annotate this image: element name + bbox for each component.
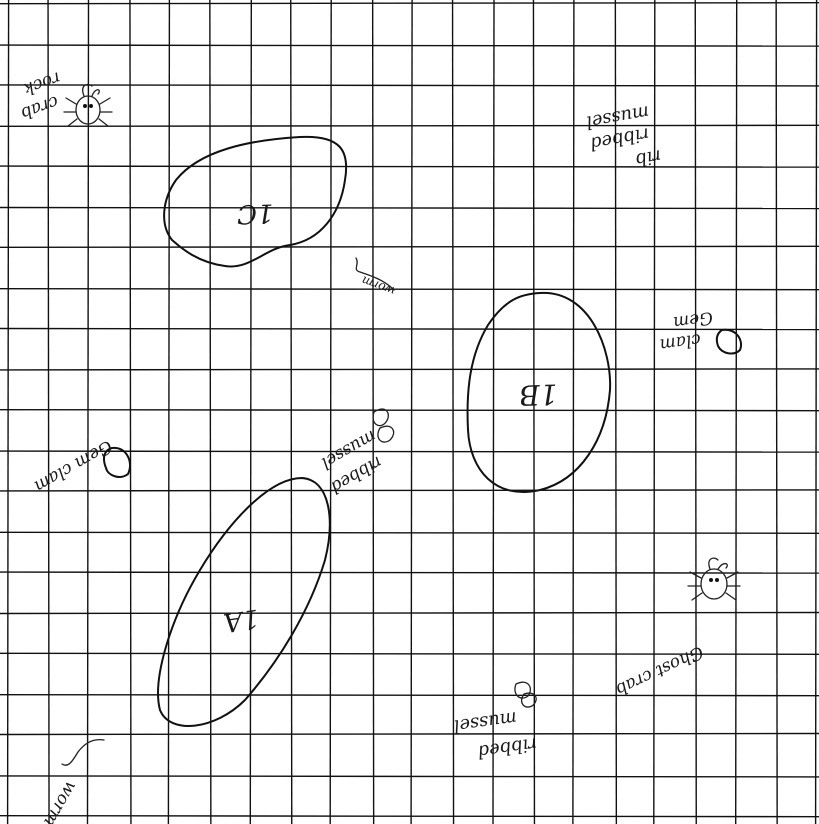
organism-ribbed-mussel-top-label-1: rib (634, 145, 663, 170)
grid-horizontal-line (0, 532, 819, 533)
outline-1a-label: 1A (222, 603, 261, 638)
grid-horizontal-line (0, 572, 819, 573)
grid-vertical-line (573, 0, 574, 824)
grid-vertical-line (776, 0, 777, 824)
grid-horizontal-line (0, 776, 819, 777)
grid-horizontal-line (0, 613, 819, 614)
grid-vertical-line (695, 0, 696, 824)
grid-horizontal-line (0, 490, 819, 491)
grid-vertical-line (411, 0, 412, 824)
grid-vertical-line (453, 0, 454, 824)
grid-vertical-line (816, 0, 817, 824)
grid-horizontal-line (0, 816, 819, 817)
grid-horizontal-line (0, 410, 819, 411)
grid-vertical-line (330, 0, 331, 824)
grid-horizontal-line (0, 695, 819, 696)
grid-vertical-line (736, 0, 737, 824)
grid-vertical-line (654, 0, 655, 824)
outline-1c-label: 1C (236, 197, 274, 228)
grid-vertical-line (493, 0, 494, 824)
grid-horizontal-line (0, 45, 819, 46)
grid-horizontal-line (0, 3, 819, 4)
grid-horizontal-line (0, 289, 819, 290)
grid-horizontal-line (0, 369, 819, 370)
grid-horizontal-line (0, 734, 819, 735)
grid-vertical-line (291, 0, 292, 824)
outline-1b-label: 1B (519, 377, 559, 411)
grid-vertical-line (48, 0, 49, 824)
